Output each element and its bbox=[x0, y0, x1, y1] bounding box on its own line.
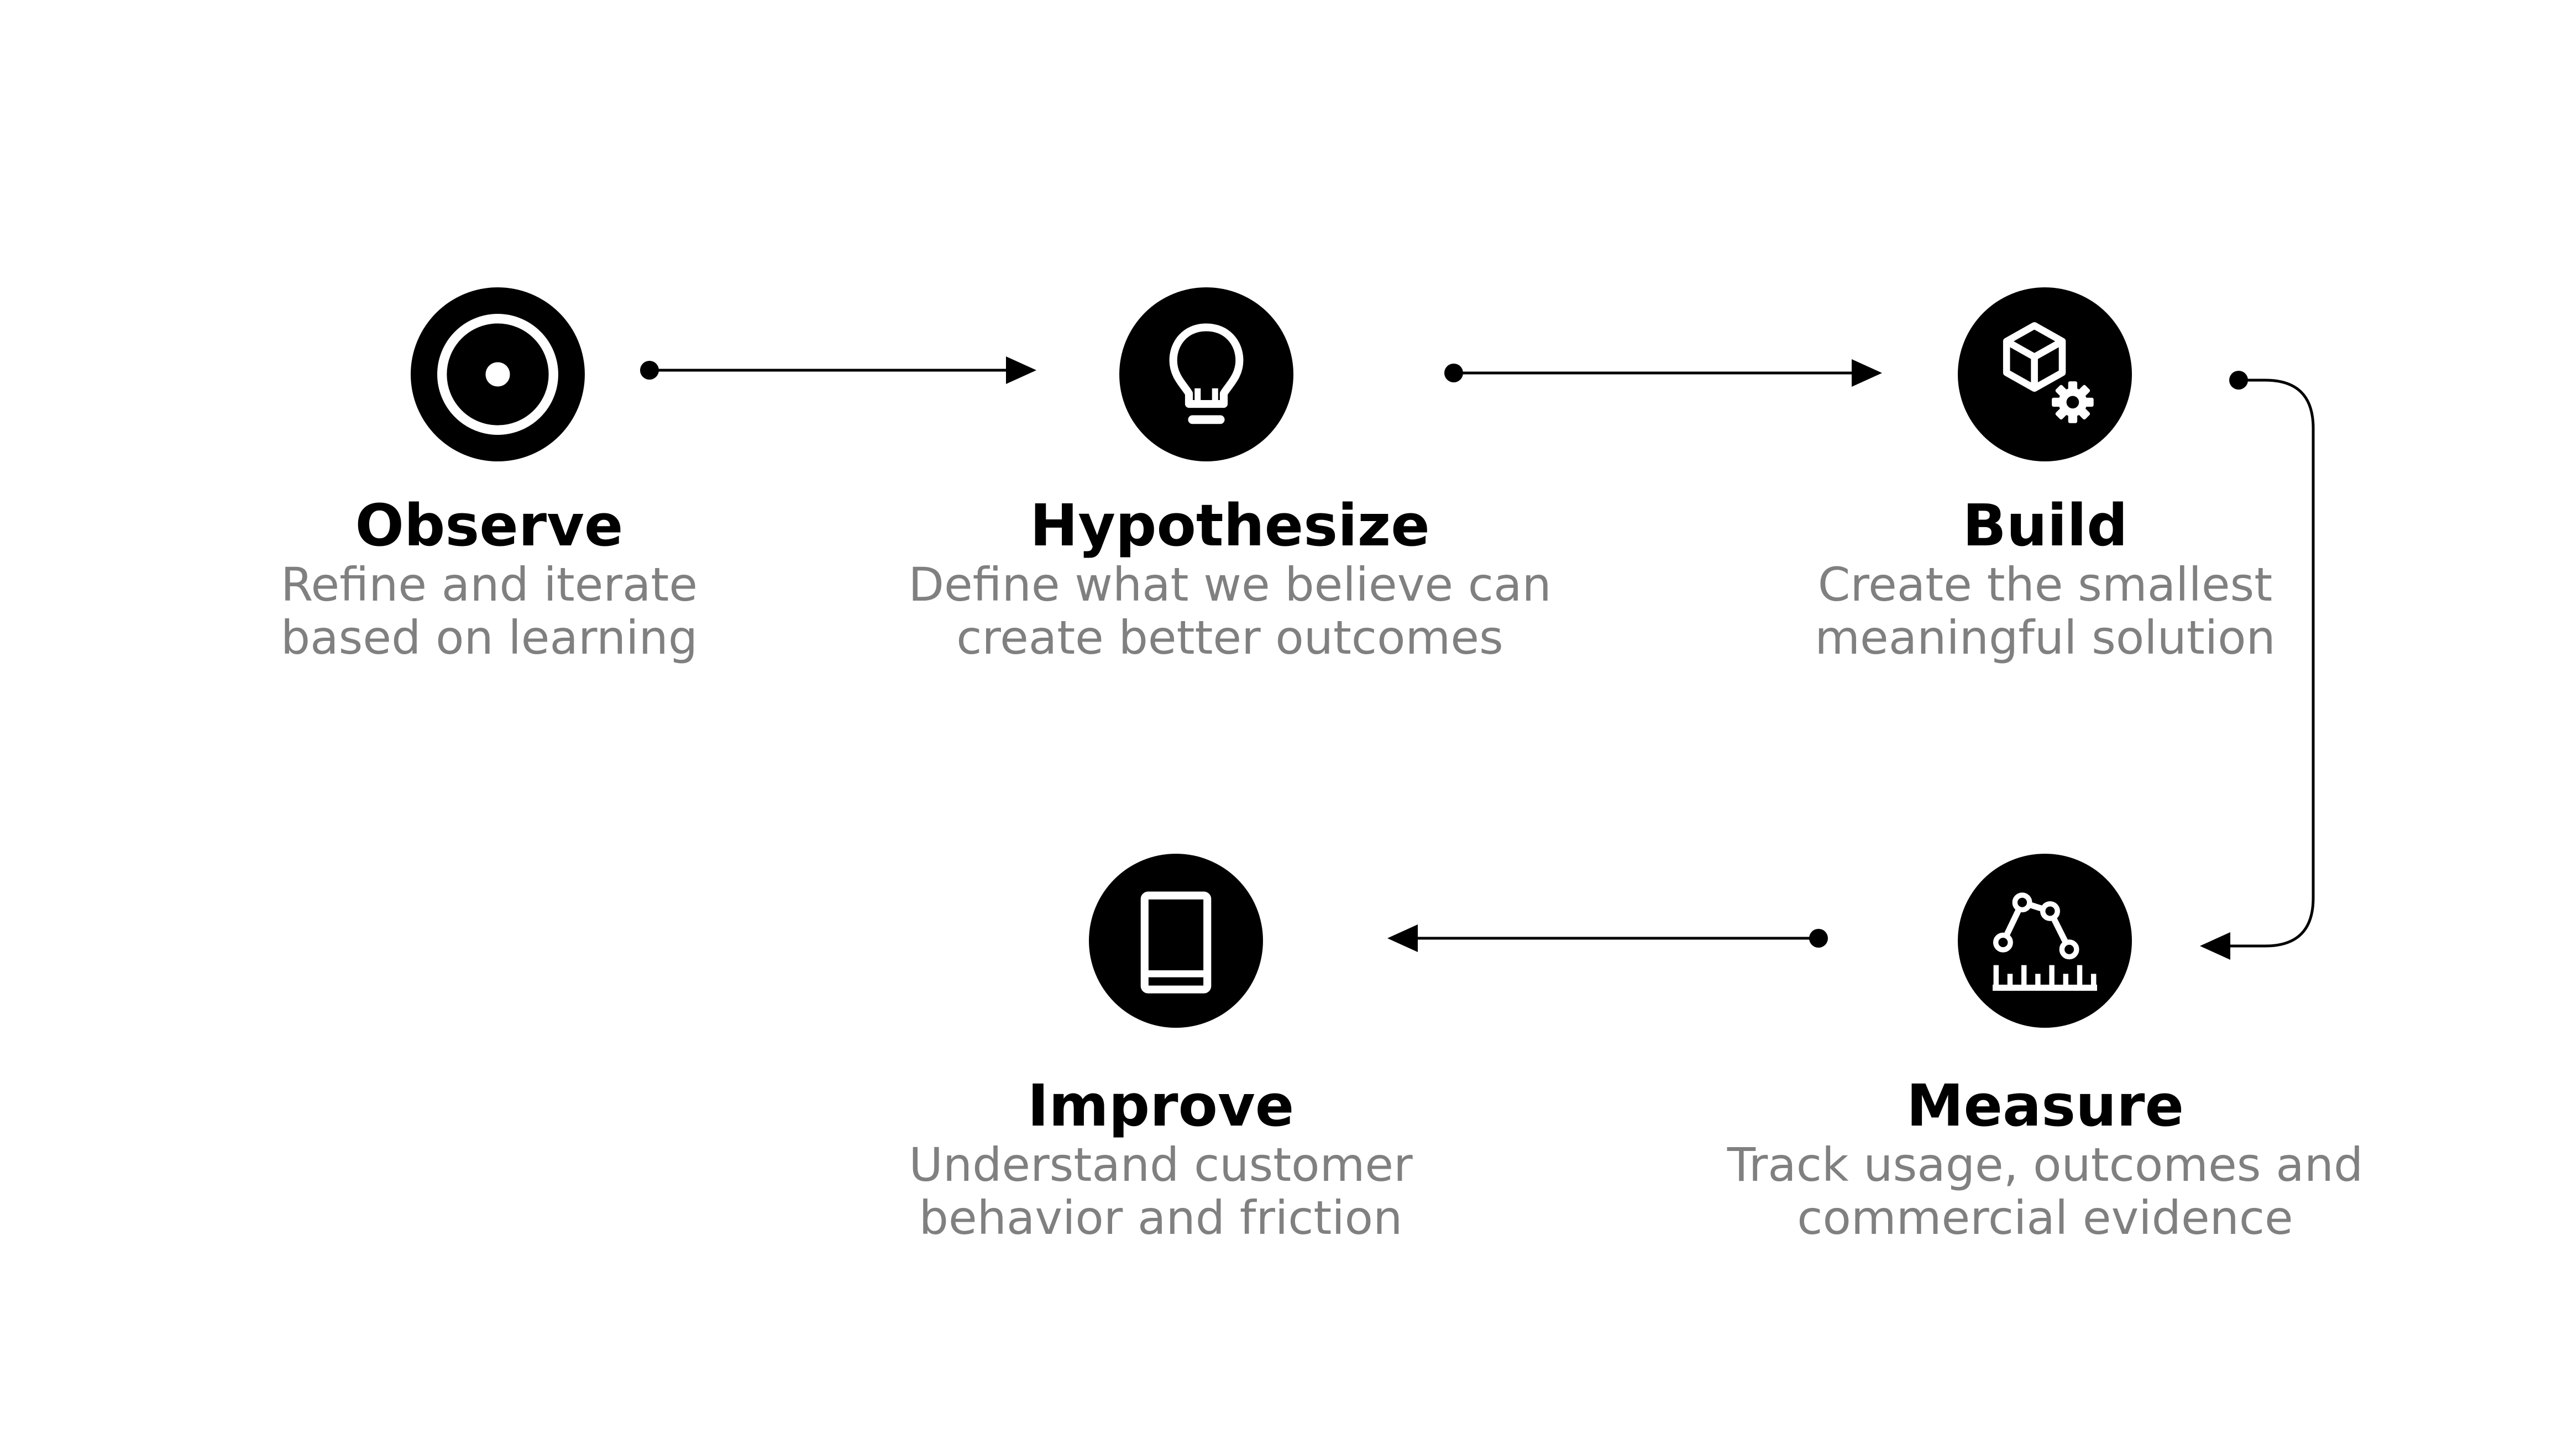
step-description-line: Create the smallest bbox=[1817, 558, 2273, 612]
hypothesize-icon-circle bbox=[1119, 287, 1293, 461]
step-description-line: Understand customer bbox=[909, 1138, 1413, 1192]
step-title: Hypothesize bbox=[1030, 492, 1430, 559]
box-gear-icon bbox=[2003, 322, 2094, 423]
arrow-hypothesize-to-build bbox=[1444, 359, 1882, 387]
target-icon bbox=[437, 314, 558, 435]
arrow-build-to-measure bbox=[2200, 371, 2315, 960]
step-title: Improve bbox=[1027, 1072, 1295, 1139]
step-description-line: Define what we believe can bbox=[908, 558, 1552, 612]
lightbulb-icon bbox=[1169, 323, 1244, 424]
measure-graph-icon bbox=[1993, 892, 2097, 991]
step-description-line: meaningful solution bbox=[1815, 611, 2276, 665]
step-description-line: Refine and iterate bbox=[280, 558, 698, 612]
step-description-line: Track usage, outcomes and bbox=[1727, 1138, 2364, 1192]
step-description: Define what we believe can create better… bbox=[898, 558, 1561, 664]
arrow-observe-to-hypothesize bbox=[640, 356, 1036, 384]
measure-icon-circle bbox=[1958, 854, 2132, 1028]
book-icon bbox=[1140, 891, 1212, 994]
step-title: Measure bbox=[1906, 1072, 2184, 1139]
step-description: Understand customer behavior and frictio… bbox=[829, 1138, 1492, 1244]
step-description: Track usage, outcomes and commercial evi… bbox=[1713, 1138, 2377, 1244]
build-icon-circle bbox=[1958, 287, 2132, 461]
improve-icon-circle bbox=[1089, 854, 1263, 1028]
step-description: Refine and iterate based on learning bbox=[158, 558, 821, 664]
observe-icon-circle bbox=[411, 287, 585, 461]
step-title: Observe bbox=[355, 492, 623, 559]
step-description-line: create better outcomes bbox=[956, 611, 1503, 665]
step-description: Create the smallest meaningful solution bbox=[1713, 558, 2377, 664]
step-description-line: behavior and friction bbox=[919, 1191, 1403, 1245]
step-description-line: based on learning bbox=[280, 611, 698, 665]
step-title: Build bbox=[1962, 492, 2128, 559]
arrow-measure-to-improve bbox=[1387, 924, 1828, 952]
step-description-line: commercial evidence bbox=[1797, 1191, 2293, 1245]
